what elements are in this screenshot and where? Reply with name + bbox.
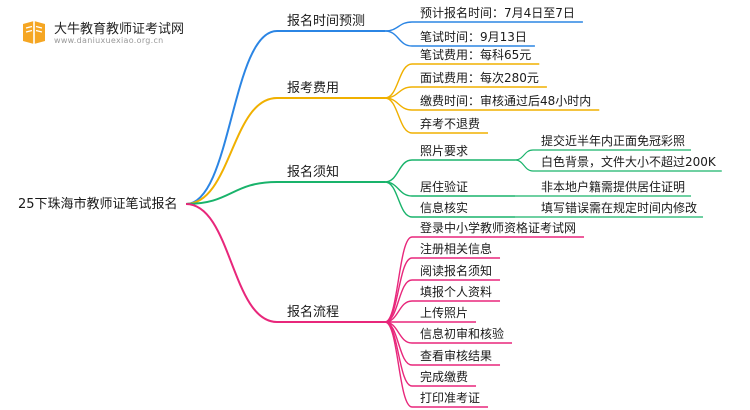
leaf-node-label[interactable]: 填写错误需在规定时间内修改: [541, 200, 697, 215]
site-logo[interactable]: 大牛教育教师证考试网 www.daniuxuexiao.org.cn: [14, 12, 214, 52]
leaf-node-label[interactable]: 预计报名时间：7月4日至7日: [420, 5, 575, 20]
leaf-node-label[interactable]: 居住验证: [420, 179, 468, 194]
leaf-node-label[interactable]: 提交近半年内正面免冠彩照: [541, 133, 685, 148]
grandchild-connector: [514, 149, 534, 161]
branch-connector: [185, 97, 278, 205]
root-node-label[interactable]: 25下珠海市教师证笔试报名: [18, 196, 178, 212]
branch-connector: [185, 30, 278, 205]
site-name: 大牛教育教师证考试网: [54, 22, 185, 37]
branch-node-label[interactable]: 报名须知: [287, 164, 339, 180]
child-connector: [384, 97, 413, 134]
leaf-node-label[interactable]: 笔试时间：9月13日: [420, 29, 527, 44]
child-connector: [384, 181, 413, 197]
leaf-node-label[interactable]: 填报个人资料: [420, 284, 492, 299]
child-connector: [384, 30, 413, 47]
leaf-node-label[interactable]: 完成缴费: [420, 369, 468, 384]
branch-connector: [185, 181, 278, 205]
leaf-node-label[interactable]: 面试费用：每次280元: [420, 70, 539, 85]
leaf-node-label[interactable]: 笔试费用：每科65元: [420, 47, 531, 62]
branch-node-label[interactable]: 报考费用: [287, 81, 339, 96]
leaf-node-label[interactable]: 缴费时间：审核通过后48小时内: [420, 93, 591, 108]
leaf-node-label[interactable]: 白色背景，文件大小不超过200K: [541, 154, 717, 169]
child-connector: [384, 321, 413, 408]
book-logo-icon: [23, 21, 45, 44]
leaf-node-label[interactable]: 上传照片: [420, 305, 468, 320]
branch-node-label[interactable]: 报名时间预测: [287, 13, 365, 29]
child-connector: [384, 21, 413, 32]
child-connector: [384, 236, 413, 323]
branch-connector: [185, 203, 278, 323]
grandchild-connector: [514, 159, 534, 172]
site-url: www.daniuxuexiao.org.cn: [54, 36, 164, 45]
child-connector: [384, 159, 413, 183]
branch-node-label[interactable]: 报名流程: [287, 304, 339, 320]
child-connector: [384, 321, 413, 366]
leaf-node-label[interactable]: 登录中小学教师资格证考试网: [420, 220, 576, 235]
leaf-node-label[interactable]: 阅读报名须知: [420, 263, 492, 278]
leaf-node-label[interactable]: 信息初审和核验: [420, 326, 504, 341]
child-connector: [384, 181, 413, 218]
leaf-node-label[interactable]: 查看审核结果: [420, 348, 492, 363]
leaf-node-label[interactable]: 弃考不退费: [420, 116, 480, 131]
leaf-node-label[interactable]: 信息核实: [420, 200, 468, 215]
leaf-node-label[interactable]: 打印准考证: [420, 391, 480, 405]
leaf-node-label[interactable]: 注册相关信息: [420, 241, 492, 256]
leaf-node-label[interactable]: 非本地户籍需提供居住证明: [541, 179, 685, 194]
leaf-node-label[interactable]: 照片要求: [420, 144, 468, 158]
